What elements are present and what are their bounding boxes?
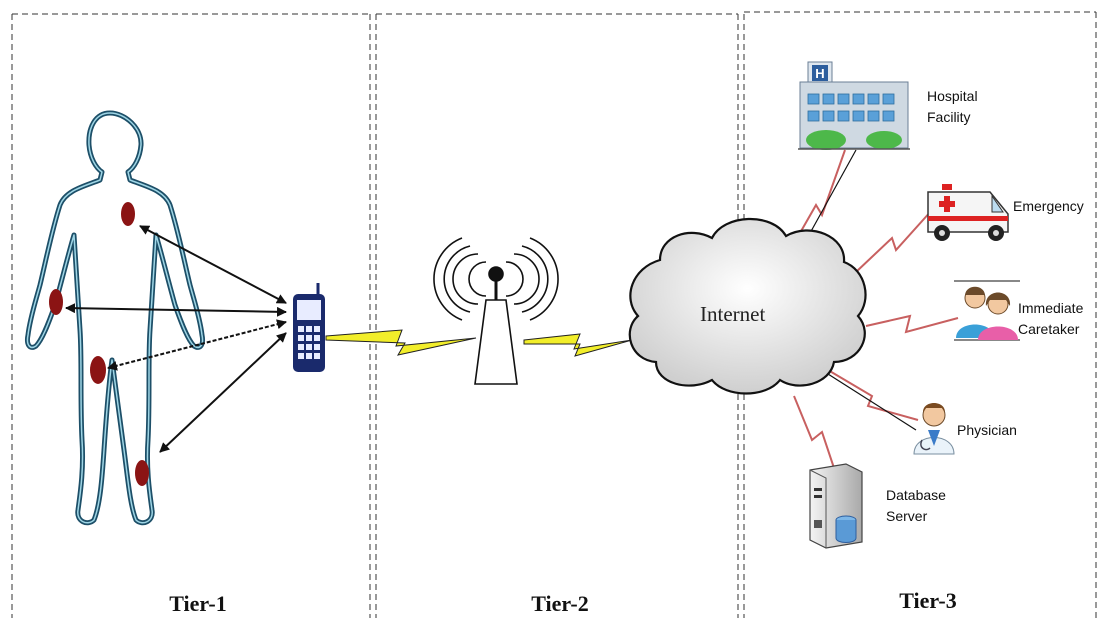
sensor-ankle: [135, 460, 149, 486]
tier-1-label: Tier-1: [169, 591, 227, 616]
caretaker-label-line1: Immediate: [1018, 300, 1084, 316]
hospital-label-line1: Hospital: [927, 88, 978, 104]
ambulance-icon: [927, 184, 1009, 241]
antenna-tower-icon: [433, 237, 559, 385]
svg-text:H: H: [815, 66, 824, 81]
wireless-link-2-icon: [523, 333, 633, 357]
caretaker-label: Immediate Caretaker: [1018, 298, 1083, 340]
database-label-line1: Database: [886, 487, 946, 503]
wireless-link-icon: [325, 329, 477, 356]
sensor-links: [65, 225, 287, 453]
tier-2-label: Tier-2: [531, 591, 589, 616]
hospital-label-line2: Facility: [927, 109, 971, 125]
database-server-icon: [809, 463, 863, 549]
sensor-wrist: [49, 289, 63, 315]
hospital-label: Hospital Facility: [927, 86, 978, 128]
caretaker-label-line2: Caretaker: [1018, 321, 1080, 337]
physician-label: Physician: [957, 420, 1017, 441]
network-links: [793, 149, 959, 481]
sensor-thigh: [90, 356, 106, 384]
internet-cloud-icon: [628, 217, 867, 395]
database-label-line2: Server: [886, 508, 928, 524]
physician-label-line1: Physician: [957, 422, 1017, 438]
mobile-phone-icon: [293, 283, 325, 372]
human-body-icon: [25, 110, 205, 526]
database-label: Database Server: [886, 485, 946, 527]
hospital-icon: H: [798, 61, 910, 150]
emergency-label: Emergency: [1013, 196, 1084, 217]
tier-3-label: Tier-3: [899, 588, 957, 613]
physician-icon: [913, 403, 955, 455]
caretaker-icon: [954, 280, 1020, 341]
internet-label: Internet: [700, 302, 766, 326]
sensor-chest: [121, 202, 135, 226]
emergency-label-line1: Emergency: [1013, 198, 1084, 214]
tier-1-panel: [11, 13, 371, 618]
